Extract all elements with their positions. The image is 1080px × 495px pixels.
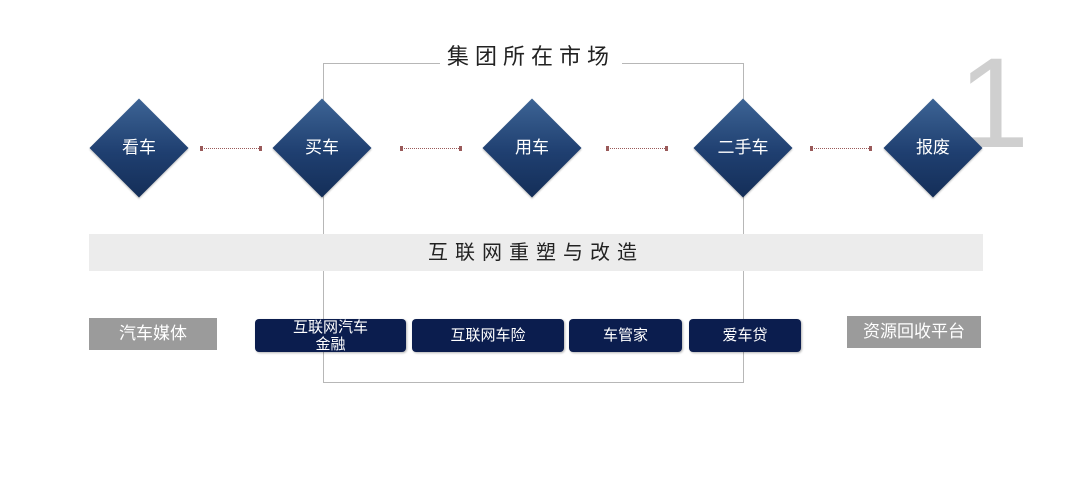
stage-label-baofei: 报废 bbox=[916, 138, 950, 158]
resource-recycling-box: 资源回收平台 bbox=[847, 316, 981, 348]
stage-label-yongche: 用车 bbox=[515, 138, 549, 158]
stage-label-ershouche: 二手车 bbox=[717, 138, 769, 158]
stage-label-kanche: 看车 bbox=[122, 138, 156, 158]
car-butler-box: 车管家 bbox=[569, 319, 682, 352]
diagram-title: 集团所在市场 bbox=[440, 40, 622, 76]
connector-3 bbox=[606, 146, 668, 151]
connector-1 bbox=[200, 146, 262, 151]
car-loan-box: 爱车贷 bbox=[689, 319, 801, 352]
auto-media-box: 汽车媒体 bbox=[89, 318, 217, 350]
connector-4 bbox=[810, 146, 872, 151]
stage-label-maiche: 买车 bbox=[305, 138, 339, 158]
internet-transformation-band: 互联网重塑与改造 bbox=[89, 234, 983, 271]
internet-car-insurance-box: 互联网车险 bbox=[412, 319, 564, 352]
internet-auto-finance-box: 互联网汽车 金融 bbox=[255, 318, 406, 352]
connector-2 bbox=[400, 146, 462, 151]
